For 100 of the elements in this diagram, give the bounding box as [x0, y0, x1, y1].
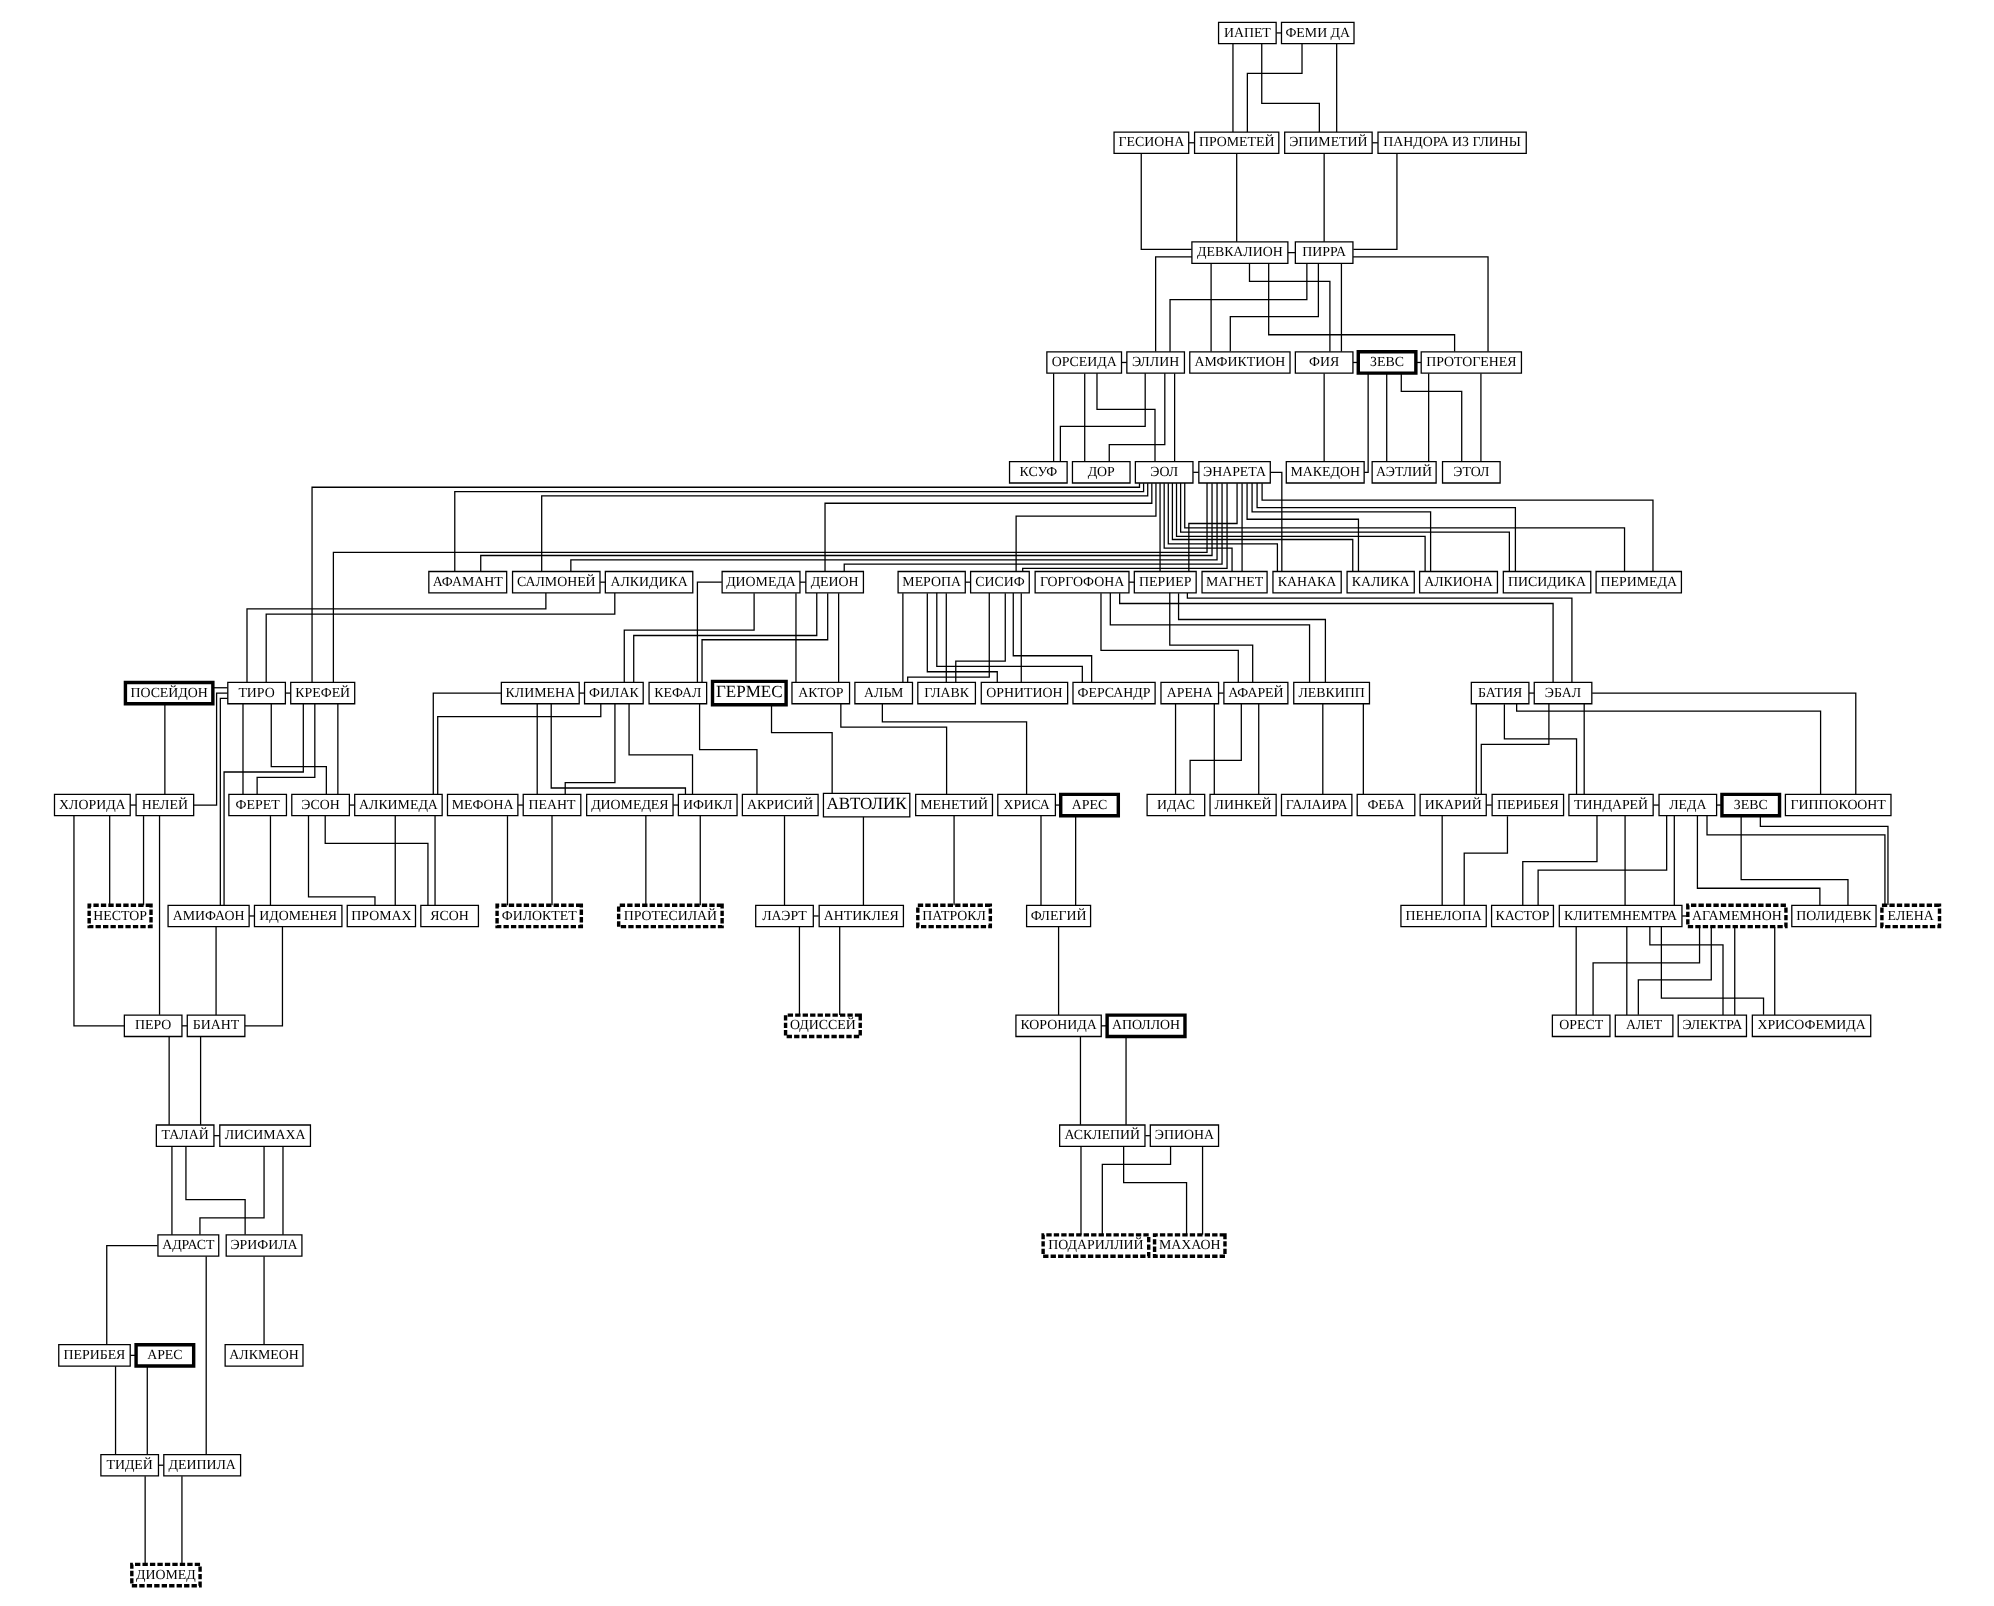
connector: [171, 1144, 173, 1235]
connector: [1652, 803, 1660, 805]
connector: [1336, 42, 1338, 132]
connector: [158, 814, 161, 1015]
connector: [1268, 261, 1456, 352]
connector: [672, 803, 679, 805]
connector: [1246, 42, 1303, 132]
connector: [699, 814, 701, 905]
connector: [1626, 925, 1628, 1015]
connector: [1516, 702, 1822, 794]
connector: [1248, 261, 1331, 352]
connector: [1706, 814, 1886, 905]
connector: [770, 703, 833, 793]
connector: [1734, 925, 1736, 1015]
connector: [838, 591, 840, 683]
connector: [843, 481, 1223, 572]
connector: [1428, 371, 1430, 462]
connector: [434, 814, 436, 905]
connector: [506, 814, 509, 905]
connector: [1503, 702, 1578, 794]
connector: [517, 803, 524, 805]
connector: [337, 702, 339, 794]
connector: [1475, 702, 1477, 794]
connector: [1169, 261, 1308, 352]
connector: [284, 691, 292, 693]
connector: [945, 591, 947, 683]
connector: [1213, 702, 1215, 794]
connector: [1441, 814, 1443, 905]
connector: [1774, 925, 1776, 1015]
connector: [1258, 702, 1260, 794]
connector: [936, 591, 1083, 682]
connector: [1740, 814, 1849, 905]
connector: [1592, 925, 1701, 1015]
connector: [1177, 591, 1327, 682]
connector: [199, 1144, 265, 1235]
connector: [1096, 371, 1156, 462]
connector: [432, 691, 502, 794]
connector: [1759, 814, 1889, 905]
connector: [564, 702, 616, 795]
connector: [1022, 481, 1228, 571]
connector: [862, 815, 865, 905]
connector: [181, 1474, 183, 1564]
connector: [1101, 1144, 1172, 1235]
node-box: АВТОЛИК: [822, 791, 911, 817]
connector: [926, 591, 998, 682]
connector: [205, 1254, 207, 1454]
connector: [1591, 691, 1857, 794]
connector: [1188, 481, 1238, 572]
connector: [1681, 914, 1689, 916]
connector: [1261, 481, 1654, 572]
connector: [1174, 702, 1177, 794]
connector: [1100, 591, 1239, 682]
connector: [1624, 814, 1626, 905]
connector: [1108, 371, 1166, 461]
connector: [1229, 261, 1320, 351]
connector: [129, 803, 137, 805]
connector: [1057, 925, 1060, 1015]
connector: [1015, 481, 1157, 571]
connector: [1155, 255, 1193, 352]
connector: [248, 914, 255, 916]
connector: [1163, 481, 1233, 571]
connector: [1246, 481, 1360, 572]
connector: [265, 591, 616, 682]
connector: [1660, 925, 1765, 1015]
connector: [1673, 814, 1675, 905]
connector: [168, 1035, 170, 1125]
connector: [1575, 925, 1577, 1015]
connector: [1080, 1144, 1082, 1235]
node-box: ГЕРМЕС: [710, 678, 788, 706]
connector: [1352, 255, 1489, 352]
connector: [783, 814, 786, 905]
connector: [1109, 591, 1311, 682]
connector: [1217, 691, 1225, 693]
connector: [256, 702, 316, 794]
connector: [164, 702, 166, 794]
connector: [109, 814, 111, 905]
connector: [1269, 470, 1283, 571]
connector: [270, 702, 327, 794]
connector: [795, 591, 797, 683]
connector: [955, 591, 1006, 682]
connector: [348, 803, 355, 805]
connector: [1537, 814, 1668, 905]
connector: [1480, 702, 1550, 794]
connector: [144, 1474, 146, 1564]
connector: [307, 814, 376, 905]
connector: [1159, 481, 1161, 571]
connector: [193, 691, 229, 805]
connector: [1075, 814, 1077, 905]
connector: [1485, 803, 1493, 805]
connector: [698, 702, 758, 794]
connector: [1323, 371, 1325, 462]
connector: [1059, 371, 1146, 461]
connector: [550, 702, 687, 794]
connector: [902, 591, 904, 683]
connector: [1180, 481, 1510, 571]
connector: [269, 814, 272, 905]
connector: [1189, 702, 1242, 794]
connector: [1251, 481, 1432, 572]
connector: [1020, 591, 1022, 683]
connector: [394, 814, 396, 905]
